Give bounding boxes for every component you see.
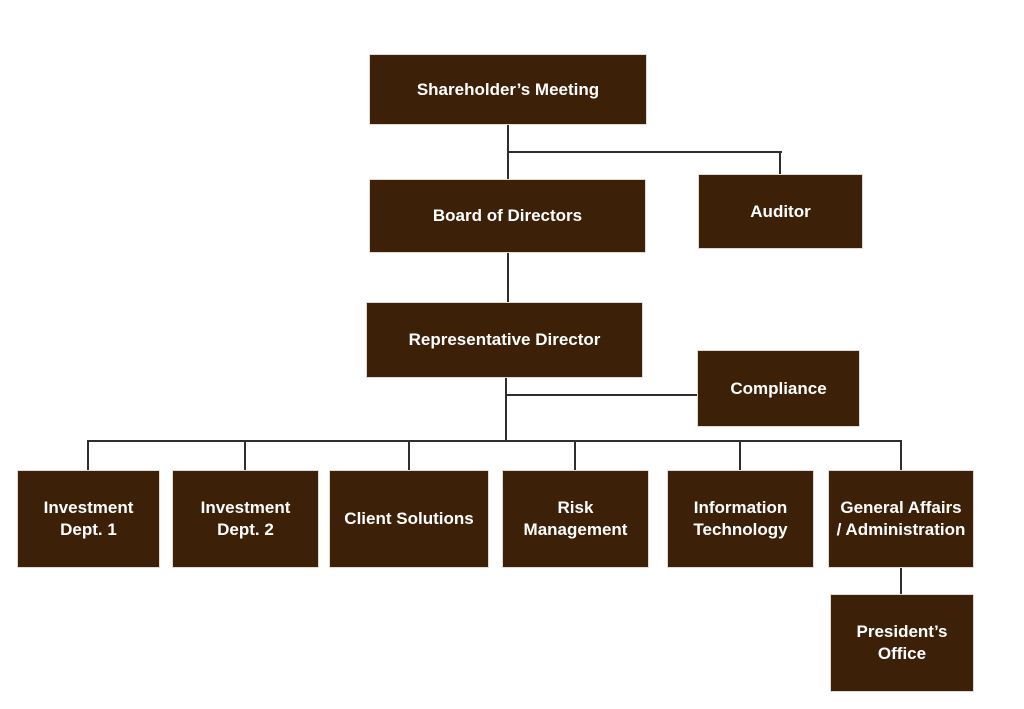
org-node-information-technology: Information Technology <box>667 470 814 568</box>
connector-stub-investment-dept-1 <box>87 440 89 470</box>
org-node-risk-management: Risk Management <box>502 470 649 568</box>
org-node-client-solutions: Client Solutions <box>329 470 489 568</box>
connector-to-compliance <box>505 394 697 396</box>
org-node-presidents-office: President’s Office <box>830 594 974 692</box>
connector-stub-information-technology <box>739 440 741 470</box>
connector-board-to-representative <box>507 253 509 302</box>
connector-branch-to-auditor-horizontal <box>507 151 782 153</box>
connector-branch-to-auditor-vertical <box>779 151 781 174</box>
org-node-representative-director: Representative Director <box>366 302 643 378</box>
connector-distribution-line <box>87 440 902 442</box>
connector-representative-down <box>505 378 507 442</box>
connector-stub-risk-management <box>574 440 576 470</box>
org-node-auditor: Auditor <box>698 174 863 249</box>
connector-stub-client-solutions <box>408 440 410 470</box>
org-node-investment-dept-2: Investment Dept. 2 <box>172 470 319 568</box>
org-node-investment-dept-1: Investment Dept. 1 <box>17 470 160 568</box>
connector-stub-investment-dept-2 <box>244 440 246 470</box>
connector-general-affairs-to-presidents-office <box>900 568 902 594</box>
org-node-general-affairs-administration: General Affairs / Administration <box>828 470 974 568</box>
org-node-board-of-directors: Board of Directors <box>369 179 646 253</box>
connector-stub-general-affairs <box>900 440 902 470</box>
org-node-shareholders-meeting: Shareholder’s Meeting <box>369 54 647 125</box>
org-node-compliance: Compliance <box>697 350 860 427</box>
